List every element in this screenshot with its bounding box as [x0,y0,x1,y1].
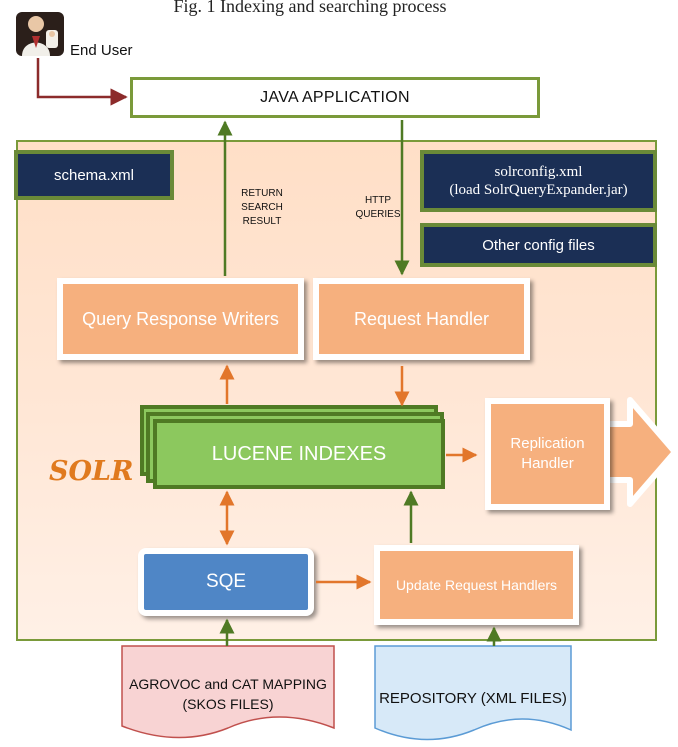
skos-files-label: AGROVOC and CAT MAPPING (SKOS FILES) [129,676,327,712]
sqe-box: SQE [138,548,314,616]
other-config-box: Other config files [420,223,657,267]
figure-caption: Fig. 1 Indexing and searching process [173,0,447,16]
solrconfig-file-name: solrconfig.xml [494,164,583,180]
update-request-handlers-box: Update Request Handlers [374,545,579,625]
schema-xml-box: schema.xml [14,150,174,200]
lucene-indexes-box: LUCENE INDEXES [153,419,445,489]
solrconfig-box: solrconfig.xml (load SolrQueryExpander.j… [420,150,657,212]
solrconfig-note: (load SolrQueryExpander.jar) [449,182,628,198]
query-response-writers-box: Query Response Writers [57,278,304,360]
http-queries-caption: HTTP QUERIES [355,195,401,220]
solr-label: SOLR [49,456,134,487]
repository-label: REPOSITORY (XML FILES) [379,690,567,707]
replication-handler-box: Replication Handler [485,398,610,510]
java-application-box: JAVA APPLICATION [130,77,540,118]
user-to-java-arrow [36,58,128,106]
end-user-label: End User [70,42,133,59]
request-handler-box: Request Handler [313,278,530,360]
return-search-result-caption: RETURN SEARCH RESULT [241,188,283,227]
skos-files-document [121,645,335,739]
person-icon [16,12,64,56]
repository-document [374,645,572,741]
